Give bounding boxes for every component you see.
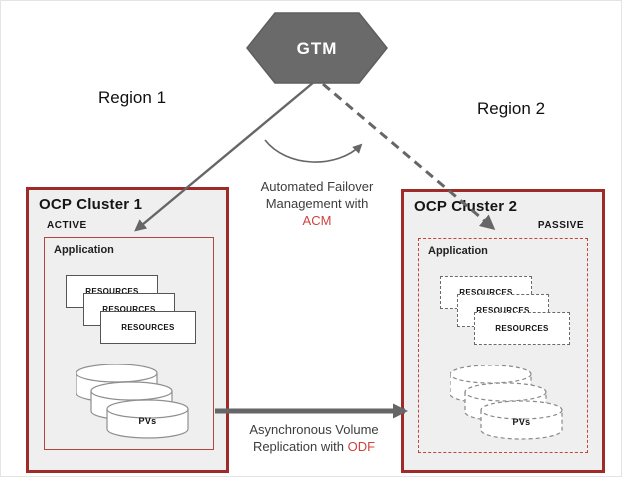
pv-cylinders-dashed: PVs: [450, 365, 563, 440]
replication-line1: Asynchronous Volume: [249, 422, 379, 437]
cluster-1-pvs-label: PVs: [139, 416, 157, 426]
failover-line1: Automated Failover: [260, 179, 374, 194]
cluster-1-application-label: Application: [54, 244, 114, 256]
pv-cylinders: PVs: [76, 364, 189, 439]
cluster-2-title: OCP Cluster 2: [414, 198, 518, 215]
gtm-label: GTM: [297, 39, 338, 58]
replication-annotation: Asynchronous Volume Replication with ODF: [225, 421, 403, 455]
cluster-1-application-box: Application RESOURCES RESOURCES RESOURCE…: [44, 237, 214, 450]
acm-accent-label: ACM: [302, 213, 332, 228]
cluster-2-pvs-label: PVs: [513, 417, 531, 427]
failover-curved-arrow: [264, 139, 363, 163]
cluster-1-state-badge: ACTIVE: [47, 220, 87, 231]
failover-line2: Management with: [265, 196, 369, 211]
cluster-1-resource-box: RESOURCES: [100, 311, 196, 344]
failover-annotation: Automated Failover Management with ACM: [230, 178, 404, 229]
cluster-2-application-box: Application RESOURCES RESOURCES RESOURCE…: [418, 238, 588, 453]
replication-line2: Replication with: [252, 439, 348, 454]
ocp-cluster-2: OCP Cluster 2 PASSIVE Application RESOUR…: [401, 189, 605, 473]
cluster-1-title: OCP Cluster 1: [39, 196, 143, 213]
cluster-2-resource-box: RESOURCES: [474, 312, 570, 345]
ocp-cluster-1: OCP Cluster 1 ACTIVE Application RESOURC…: [26, 187, 229, 473]
hexagon-icon: GTM: [246, 12, 388, 84]
region-1-label: Region 1: [97, 88, 167, 107]
gtm-node: GTM: [246, 12, 388, 84]
cluster-2-application-label: Application: [428, 245, 488, 257]
odf-accent-label: ODF: [347, 439, 376, 454]
cluster-2-state-badge: PASSIVE: [537, 220, 584, 231]
region-2-label: Region 2: [476, 99, 546, 118]
